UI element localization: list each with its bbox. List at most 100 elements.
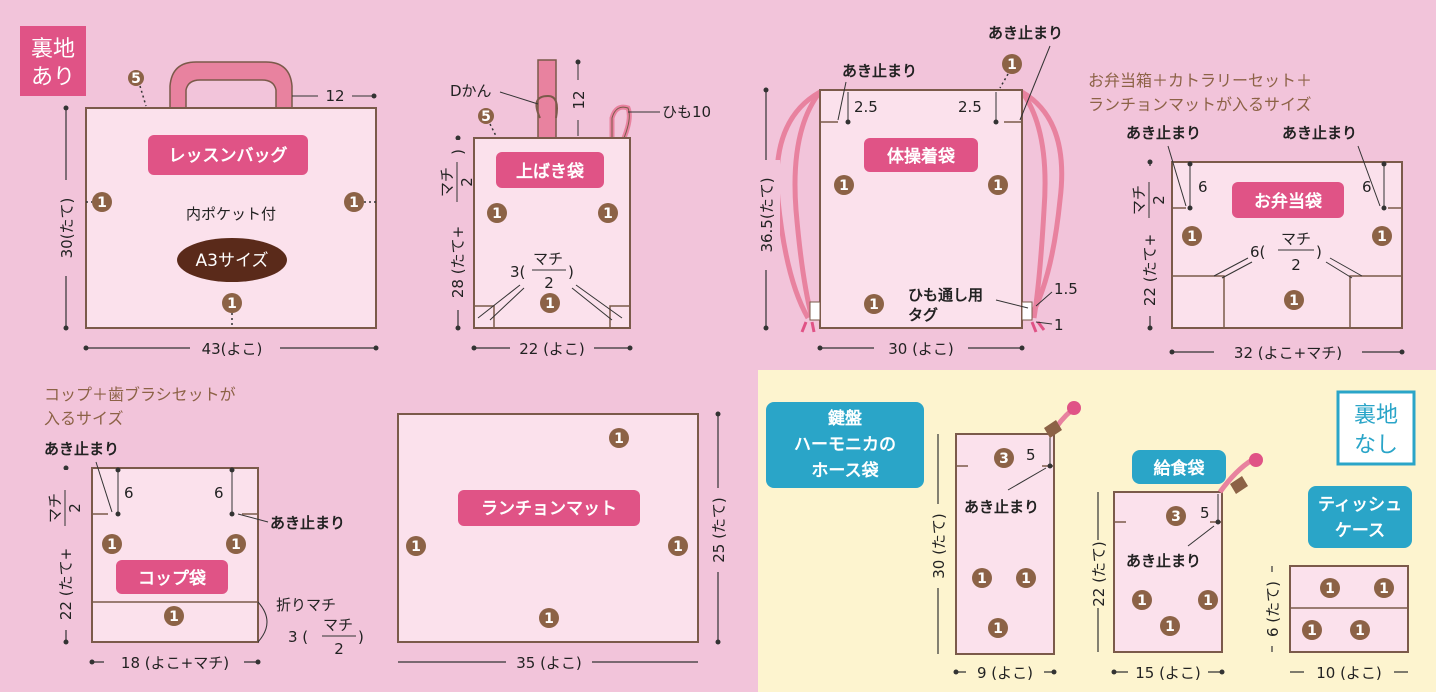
svg-text:マチ: マチ	[533, 250, 563, 268]
svg-text:2: 2	[66, 503, 84, 513]
svg-text:1: 1	[1137, 593, 1147, 609]
tissue-case: ティッシュ ケース 1 1 1 1 6 (たて) 10 (よこ)	[1260, 486, 1412, 684]
svg-text:5: 5	[131, 71, 141, 87]
svg-text:マチ: マチ	[1281, 230, 1311, 248]
svg-text:マチ: マチ	[46, 493, 64, 523]
svg-text:22 (たて): 22 (たて)	[1090, 541, 1108, 607]
svg-text:3 (: 3 (	[288, 628, 308, 646]
svg-text:給食袋: 給食袋	[1154, 458, 1206, 479]
svg-text:25 (たて): 25 (たて)	[710, 497, 728, 563]
svg-text:6: 6	[124, 484, 134, 502]
svg-text:2: 2	[1291, 256, 1301, 274]
svg-text:36.5(たて): 36.5(たて)	[758, 177, 776, 252]
svg-text:35 (よこ): 35 (よこ)	[516, 654, 582, 672]
svg-text:22 (たて+: 22 (たて+	[1141, 234, 1159, 306]
hose-bag: 鍵盤 ハーモニカの ホース袋 5 3 あき止まり 1 1 1 30 (たて) 9…	[766, 401, 1081, 684]
svg-text:1: 1	[1021, 571, 1031, 587]
svg-text:32 (よこ+マチ): 32 (よこ+マチ)	[1234, 344, 1342, 362]
lesson-bag-size: A3サイズ	[196, 251, 269, 271]
svg-text:鍵盤: 鍵盤	[828, 408, 863, 429]
himo-label: ひも10	[662, 103, 711, 121]
svg-text:タグ: タグ	[908, 306, 938, 324]
svg-text:1: 1	[1203, 593, 1213, 609]
svg-text:2: 2	[458, 177, 476, 187]
svg-text:1: 1	[107, 537, 117, 553]
svg-text:6: 6	[214, 484, 224, 502]
svg-text:ホース袋: ホース袋	[811, 460, 879, 481]
svg-text:マチ: マチ	[1130, 185, 1148, 215]
svg-text:1: 1	[1307, 623, 1317, 639]
svg-text:1: 1	[1165, 619, 1175, 635]
svg-text:5: 5	[1200, 504, 1210, 522]
svg-text:1: 1	[492, 206, 502, 222]
svg-text:1: 1	[231, 537, 241, 553]
svg-text:6(: 6(	[1250, 243, 1265, 261]
svg-text:): )	[449, 149, 467, 155]
svg-text:1: 1	[169, 609, 179, 625]
cup-title: コップ袋	[138, 568, 207, 589]
lesson-bag-title-box	[148, 135, 308, 175]
svg-text:ケース: ケース	[1335, 521, 1385, 541]
svg-text:1: 1	[1379, 581, 1389, 597]
svg-text:マチ: マチ	[323, 616, 353, 634]
taiso-body	[819, 89, 1023, 329]
svg-text:30 (たて): 30 (たて)	[930, 513, 948, 579]
obento-title: お弁当袋	[1254, 191, 1323, 212]
svg-text:あき止まり: あき止まり	[842, 62, 917, 80]
lesson-bag-pocket: 内ポケット付	[186, 205, 276, 223]
svg-text:5: 5	[1026, 446, 1036, 464]
svg-text:1: 1	[839, 178, 849, 194]
svg-text:1: 1	[1289, 293, 1299, 309]
a3-size-badge	[177, 238, 287, 282]
svg-text:折りマチ: 折りマチ	[276, 596, 336, 614]
svg-text:1: 1	[1007, 57, 1017, 73]
lesson-bag-width: 43(よこ)	[202, 340, 263, 358]
svg-text:12: 12	[570, 90, 588, 109]
lesson-bag-height: 30(たて)	[58, 198, 76, 259]
svg-text:あき止まり: あき止まり	[1126, 124, 1201, 142]
taiso-bag: 2.5 2.5 体操着袋 1 1 1 1 あき止まり あき止まり ひも通し用 タ…	[752, 24, 1078, 360]
svg-text:マチ: マチ	[438, 167, 456, 197]
svg-text:あり: あり	[31, 65, 75, 90]
svg-text:1.5: 1.5	[1054, 280, 1078, 298]
lesson-bag-title: レッスンバッグ	[169, 145, 288, 166]
svg-text:1: 1	[977, 571, 987, 587]
svg-text:22 (たて+: 22 (たて+	[57, 548, 75, 620]
svg-text:入るサイズ: 入るサイズ	[44, 409, 124, 428]
svg-text:10 (よこ): 10 (よこ)	[1316, 664, 1382, 682]
svg-text:1: 1	[603, 206, 613, 222]
uwabaki-tab	[537, 59, 557, 139]
svg-text:): )	[358, 628, 364, 646]
svg-text:1: 1	[97, 195, 107, 211]
svg-text:6 (たて): 6 (たて)	[1264, 581, 1282, 637]
taiso-title: 体操着袋	[887, 146, 956, 167]
tissue-body	[1289, 565, 1409, 653]
svg-text:28 (たて+: 28 (たて+	[449, 226, 467, 298]
svg-text:あき止まり: あき止まり	[1126, 552, 1201, 570]
svg-text:ハーモニカの: ハーモニカの	[794, 435, 896, 455]
svg-text:1: 1	[1377, 229, 1387, 245]
svg-text:あき止まり: あき止まり	[270, 514, 345, 532]
svg-text:あき止まり: あき止まり	[988, 24, 1063, 42]
svg-text:1: 1	[869, 297, 879, 313]
svg-text:2: 2	[334, 640, 344, 658]
lesson-bag: レッスンバッグ 内ポケット付 A3サイズ 1 1 1 5 12 30(たて) 4…	[52, 61, 379, 360]
svg-text:22 (よこ): 22 (よこ)	[519, 340, 585, 358]
svg-text:): )	[1316, 243, 1322, 261]
svg-text:1: 1	[993, 178, 1003, 194]
luncheon-body	[397, 413, 699, 643]
uwabaki-title: 上ばき袋	[516, 161, 585, 182]
svg-text:裏地: 裏地	[31, 37, 75, 62]
svg-text:15 (よこ): 15 (よこ)	[1135, 664, 1201, 682]
kyushoku-bag: 給食袋 5 3 あき止まり 1 1 1 22 (たて) 15 (よこ)	[1086, 450, 1263, 684]
svg-text:1: 1	[614, 431, 624, 447]
svg-text:2.5: 2.5	[854, 98, 878, 116]
svg-text:コップ＋歯ブラシセットが: コップ＋歯ブラシセットが	[44, 385, 236, 404]
lined-badge: 裏地 あり	[20, 26, 86, 96]
luncheon-mat: ランチョンマット 1 1 1 1 25 (たて) 35 (よこ)	[397, 411, 730, 674]
svg-text:1: 1	[411, 539, 421, 555]
obento-bag: お弁当箱＋カトラリーセット＋ ランチョンマットが入るサイズ あき止まり あき止ま…	[1088, 71, 1405, 364]
svg-text:3: 3	[1171, 509, 1181, 525]
svg-text:2: 2	[1150, 195, 1168, 205]
